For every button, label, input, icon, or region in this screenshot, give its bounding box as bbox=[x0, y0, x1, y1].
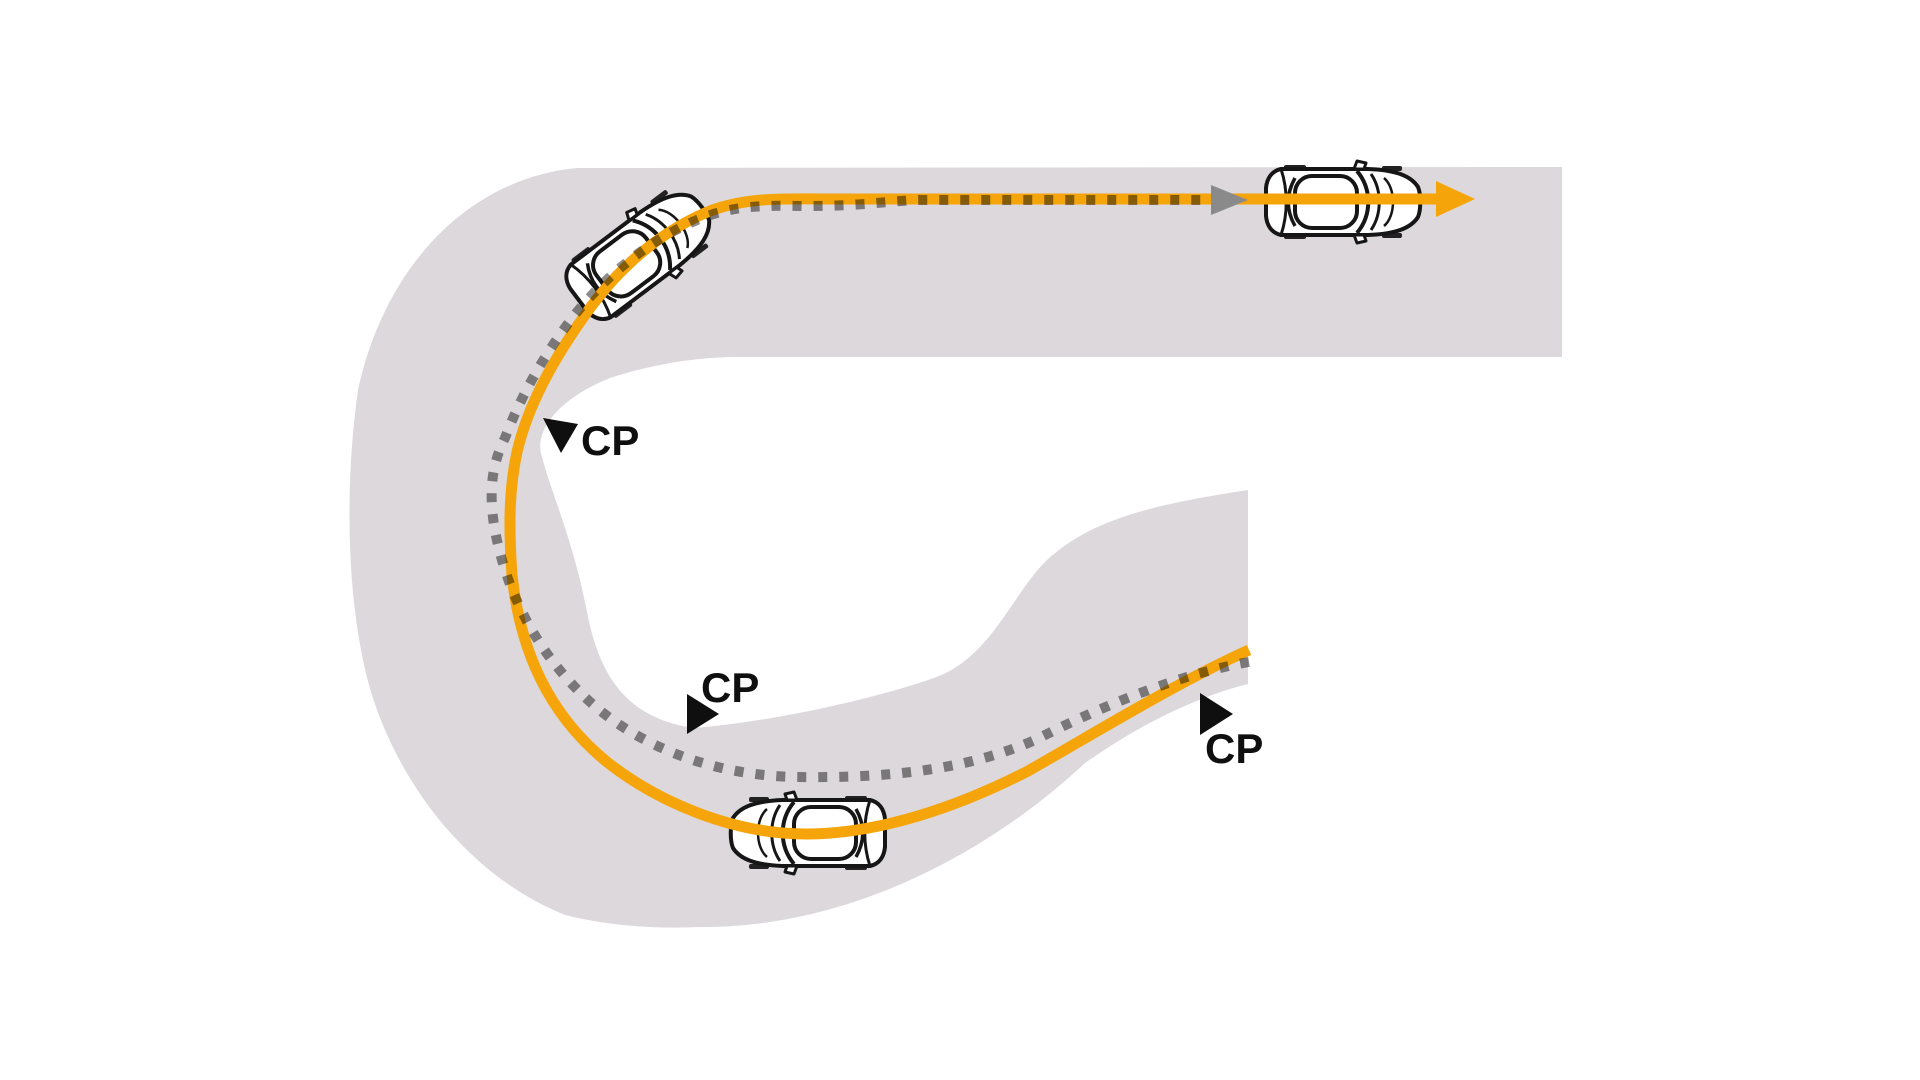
road-surface bbox=[349, 167, 1562, 928]
cp-marker-icon bbox=[1200, 693, 1233, 735]
alternate-line-arrow-icon bbox=[1211, 185, 1248, 215]
cp-label: CP bbox=[1205, 725, 1263, 772]
cp-marker-icon bbox=[543, 418, 578, 453]
cp-marker-icon bbox=[687, 694, 719, 734]
cp-label: CP bbox=[581, 417, 639, 464]
cp-label: CP bbox=[701, 664, 759, 711]
racing-line-arrow-icon bbox=[1436, 181, 1475, 217]
racing-line bbox=[504, 193, 1440, 840]
